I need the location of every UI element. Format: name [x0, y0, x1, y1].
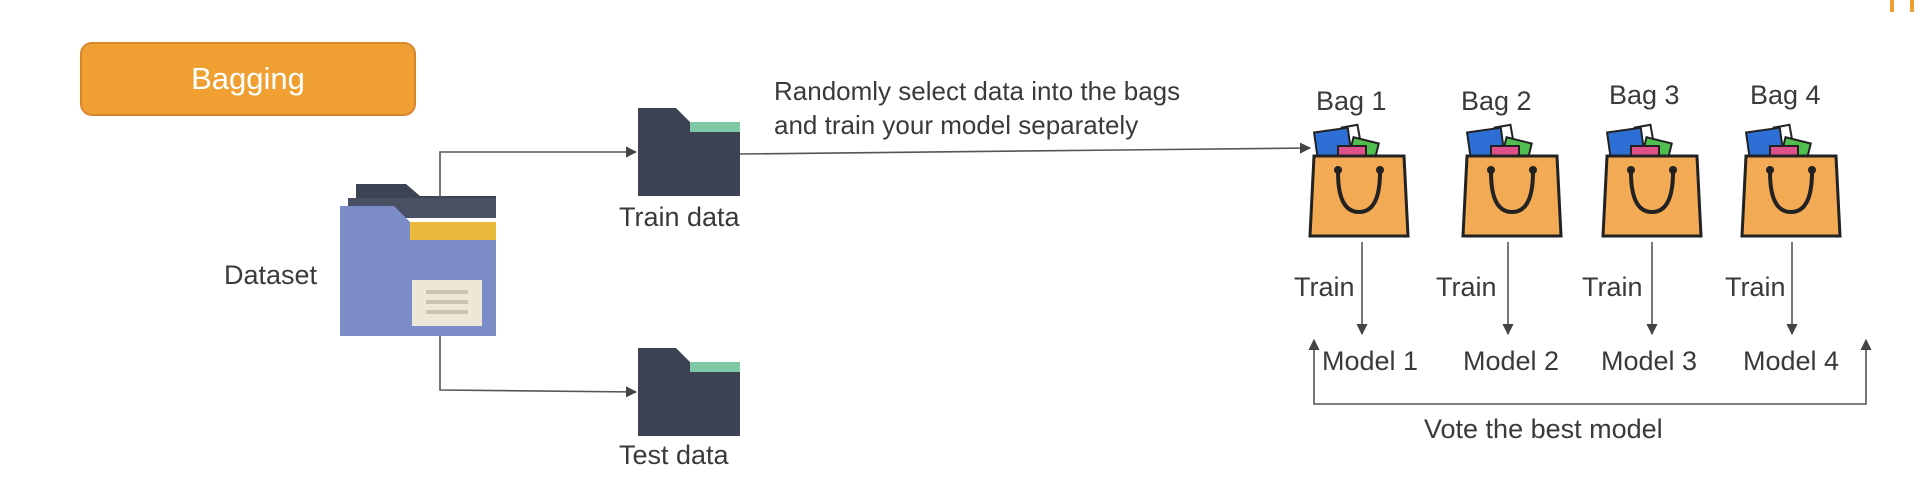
- train-step-4-label: Train: [1725, 272, 1786, 302]
- bag-2-label: Bag 2: [1461, 86, 1532, 116]
- dataset-label: Dataset: [224, 260, 318, 290]
- train-arrows: [1356, 242, 1798, 336]
- model-1-label: Model 1: [1322, 346, 1419, 376]
- test-data-folder-icon: [638, 348, 740, 436]
- select-note-line-1: Randomly select data into the bags: [774, 76, 1181, 106]
- select-arrow: [739, 142, 1312, 155]
- vote-bracket: [1308, 338, 1872, 405]
- split-connectors: [439, 146, 638, 398]
- bag-1-icon: [1308, 123, 1410, 238]
- bag-4-label: Bag 4: [1750, 80, 1821, 110]
- train-data-label: Train data: [619, 202, 740, 232]
- bag-4-icon: [1740, 123, 1842, 238]
- dataset-folder-icon: [340, 184, 496, 336]
- bagging-title-badge: Bagging: [80, 42, 416, 116]
- vote-label: Vote the best model: [1424, 414, 1663, 444]
- select-note-line-2: and train your model separately: [774, 110, 1139, 140]
- train-step-3-label: Train: [1582, 272, 1643, 302]
- bag-3-label: Bag 3: [1609, 80, 1680, 110]
- select-note: Randomly select data into the bags and t…: [774, 74, 1180, 142]
- bag-1-label: Bag 1: [1316, 86, 1387, 116]
- model-4-label: Model 4: [1743, 346, 1840, 376]
- bag-3-icon: [1601, 123, 1703, 238]
- bag-2-icon: [1461, 123, 1563, 238]
- train-data-folder-icon: [638, 108, 740, 196]
- test-data-label: Test data: [619, 440, 729, 470]
- train-step-1-label: Train: [1294, 272, 1355, 302]
- corner-logo-mark: [1886, 0, 1918, 12]
- model-3-label: Model 3: [1601, 346, 1698, 376]
- train-step-2-label: Train: [1436, 272, 1497, 302]
- model-2-label: Model 2: [1463, 346, 1560, 376]
